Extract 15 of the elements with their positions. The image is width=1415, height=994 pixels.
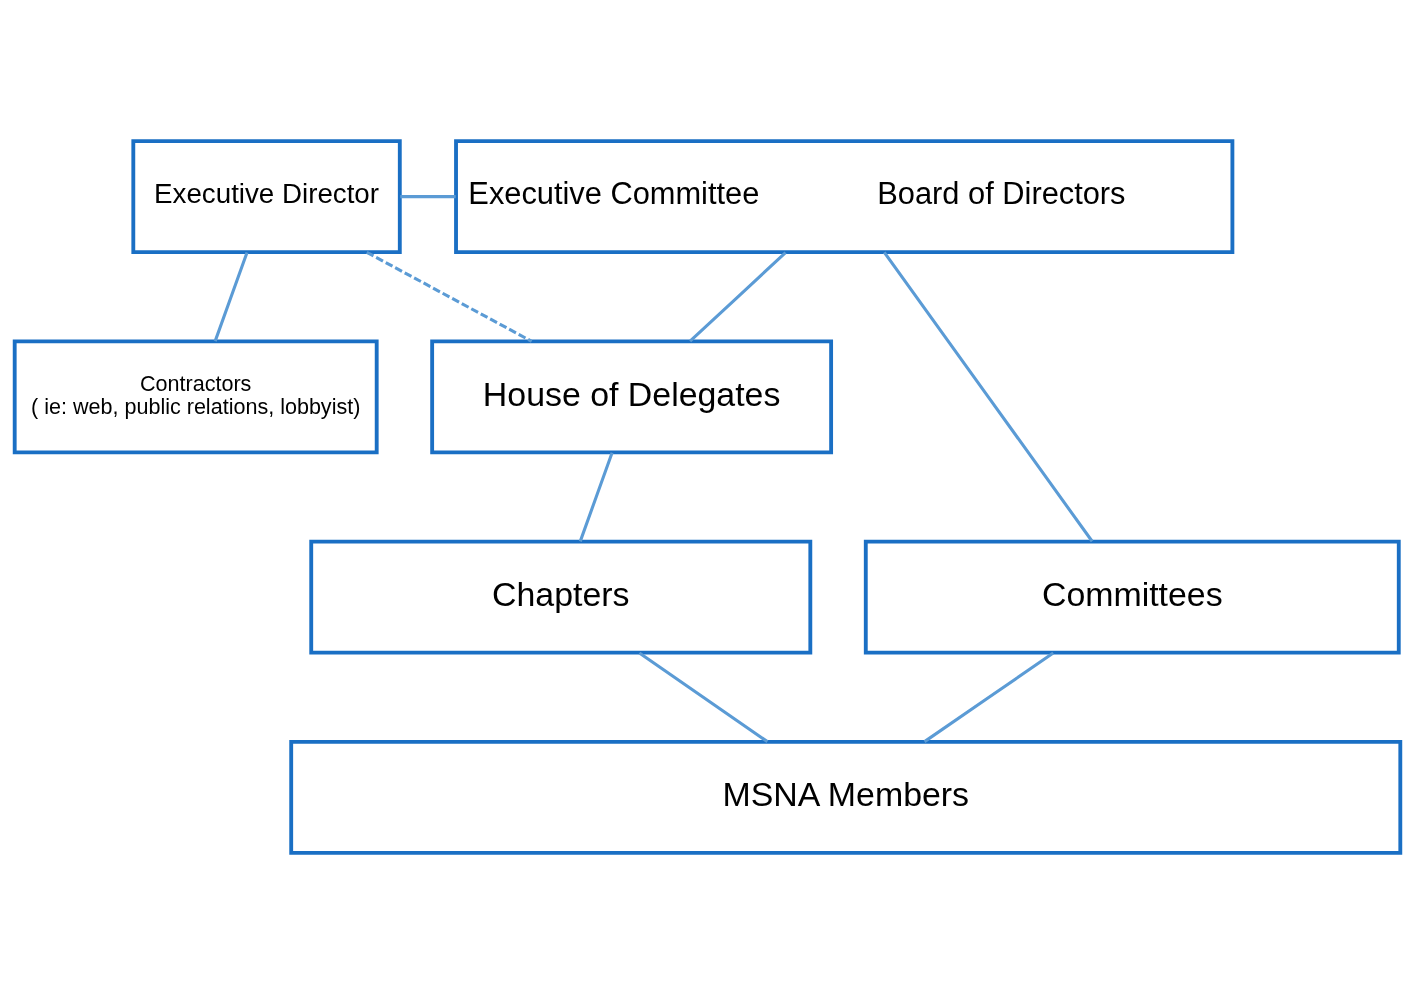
connector: [366, 250, 533, 343]
node-box: House of Delegates: [430, 339, 834, 455]
node-box: Committees: [863, 539, 1401, 655]
connector: [213, 252, 249, 342]
connector: [689, 251, 787, 343]
node-box: Contractors ( ie: web, public relations, lobbyist): [12, 339, 379, 455]
connector: [578, 452, 614, 542]
connector: [923, 651, 1055, 743]
connector: [883, 251, 1094, 543]
node-box: Executive Director: [131, 139, 402, 254]
connector: [400, 195, 456, 199]
connector: [638, 651, 769, 743]
node-box: MSNA Members: [289, 740, 1403, 855]
node-box: Chapters: [309, 539, 813, 655]
node-box: Executive Committee Board of Directors: [454, 139, 1235, 254]
